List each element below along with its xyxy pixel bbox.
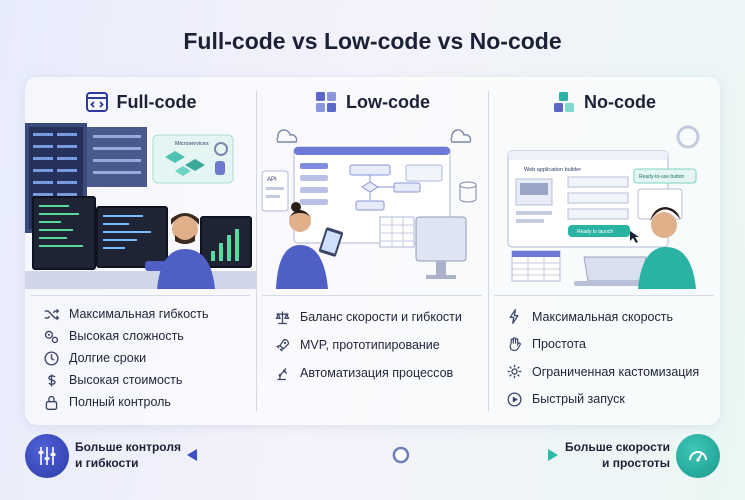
visual-flow-editor-illustration: API [256, 121, 488, 289]
no-code-heading: No-code [488, 87, 720, 117]
list-item: Ограниченная кастомизация [506, 358, 714, 386]
list-item: Простота [506, 331, 714, 359]
list-item: MVP, прототипирование [274, 331, 482, 359]
scale-right-label: Больше скорости и простоты [565, 440, 670, 470]
comparison-panel: Full-code [25, 77, 720, 425]
scale-left-label: Больше контроля и гибкости [75, 440, 181, 470]
puzzle-icon [314, 90, 338, 114]
rocket-icon [274, 337, 291, 354]
no-code-column: No-code Web application builder Ready-to… [488, 77, 720, 425]
low-code-title: Low-code [346, 91, 430, 112]
full-code-title: Full-code [116, 91, 197, 112]
code-window-icon [85, 90, 109, 114]
ready-to-use-label: Ready-to-use button [639, 174, 685, 180]
scale-slider[interactable] [185, 445, 560, 465]
page-title: Full-code vs Low-code vs No-code [183, 28, 562, 54]
gear-icon [506, 363, 523, 380]
lightning-icon [506, 308, 523, 325]
list-item: Долгие сроки [43, 347, 250, 369]
lock-icon [43, 394, 60, 411]
full-code-heading: Full-code [25, 87, 256, 117]
low-code-heading: Low-code [256, 87, 488, 117]
shuffle-icon [43, 306, 60, 323]
list-item: Баланс скорости и гибкости [274, 303, 482, 331]
speedometer-icon [676, 434, 720, 478]
low-code-column: Low-code API [256, 77, 488, 425]
list-item: Быстрый запуск [506, 386, 714, 414]
column-divider [256, 91, 257, 411]
control-speed-scale: Больше контроля и гибкости Больше скорос… [0, 428, 745, 488]
full-code-list: Максимальная гибкость Высокая сложность … [43, 303, 250, 413]
list-item: Высокая стоимость [43, 369, 250, 391]
ready-to-launch-label: Ready to launch [577, 229, 613, 235]
no-code-title: No-code [584, 91, 656, 112]
play-icon [506, 391, 523, 408]
robot-arm-icon [274, 365, 291, 382]
low-code-list: Баланс скорости и гибкости MVP, прототип… [274, 303, 482, 387]
api-label: API [267, 177, 277, 183]
low-code-separator [262, 295, 482, 296]
scales-icon [274, 309, 291, 326]
microservices-label: Microservices [175, 141, 209, 147]
no-code-separator [494, 295, 714, 296]
column-divider [488, 91, 489, 411]
full-code-column: Full-code [25, 77, 256, 425]
list-item: Высокая сложность [43, 325, 250, 347]
dollar-icon [43, 372, 60, 389]
scale-knob[interactable] [392, 446, 410, 464]
developer-at-workstation-illustration: Microservices [25, 121, 256, 289]
list-item: Автоматизация процессов [274, 359, 482, 387]
clock-icon [43, 350, 60, 367]
no-code-list: Максимальная скорость Простота Ограничен… [506, 303, 714, 413]
list-item: Полный контроль [43, 391, 250, 413]
hand-wave-icon [506, 336, 523, 353]
blocks-icon [552, 90, 576, 114]
equalizer-sliders-icon [25, 434, 69, 478]
builder-title-label: Web application builder [524, 167, 581, 173]
list-item: Максимальная гибкость [43, 303, 250, 325]
gears-icon [43, 328, 60, 345]
list-item: Максимальная скорость [506, 303, 714, 331]
full-code-separator [31, 295, 250, 296]
web-app-builder-illustration: Web application builder Ready-to-use but… [488, 121, 720, 289]
